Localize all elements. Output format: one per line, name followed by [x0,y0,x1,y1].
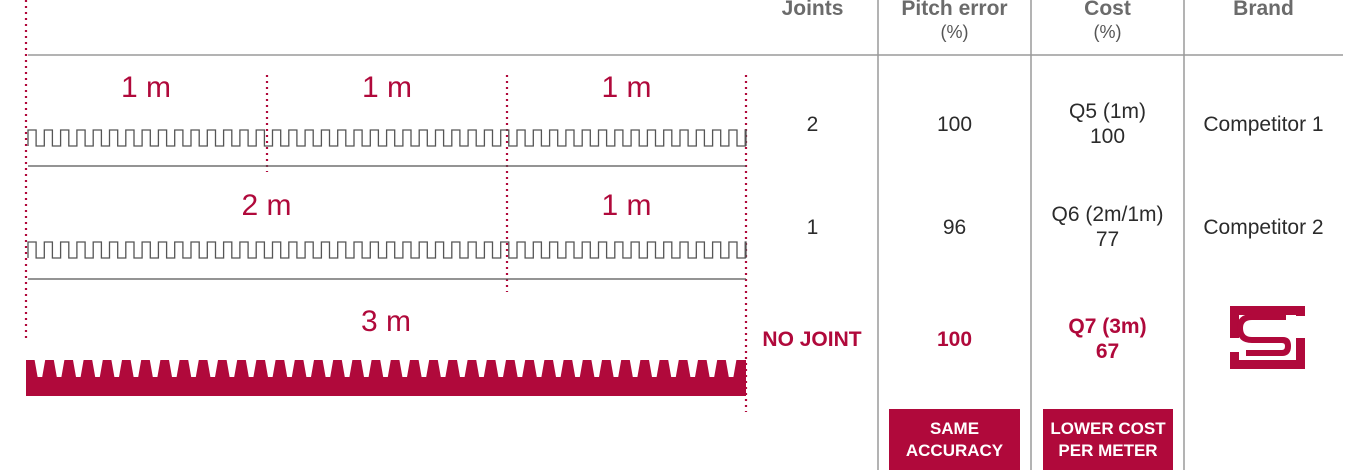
row-3-cost-value: 67 [1095,340,1120,363]
row-2-cost-code: Q6 (2m/1m) [1051,203,1164,226]
segment-length-label: 1 m [361,71,412,104]
row-1-brand: Competitor 1 [1203,113,1324,136]
row-3-cost-code: Q7 (3m) [1068,315,1147,338]
row-2-joints: 1 [806,216,819,239]
row-3-pitch-error: 100 [936,328,973,351]
rack-teeth-outline [27,129,747,147]
segment-length-label: 1 m [601,71,652,104]
segment-length-label: 3 m [360,305,411,338]
row-1-cost-code: Q5 (1m) [1068,100,1146,123]
row-3-joints: NO JOINT [762,328,862,351]
segment-length-label: 2 m [241,189,292,222]
rack-row-2 [27,241,747,280]
row-1-pitch-error: 100 [936,113,973,136]
joints-header: Joints [781,0,844,20]
badge-line: PER METER [1058,440,1158,460]
row-2-pitch-error: 96 [942,216,967,239]
rack-solid [26,360,746,396]
brand-header: Brand [1233,0,1294,20]
table-dividers [28,0,1343,470]
row-1-joints: 2 [806,113,819,136]
rack-row-1 [27,129,747,167]
cost-unit: (%) [1093,22,1122,42]
rack-row-3 [26,360,746,396]
row-2-cost-value: 77 [1095,228,1120,251]
badge-line: SAME [929,418,980,438]
pitch-error-header: Pitch error [901,0,1008,20]
badge-line: LOWER COST [1050,418,1166,438]
cost-header: Cost [1084,0,1131,20]
pitch-error-unit: (%) [940,22,969,42]
row-2-brand: Competitor 2 [1203,216,1324,239]
lower-cost-badge: LOWER COST PER METER [1043,409,1173,470]
s-logo-icon [1230,306,1305,369]
same-accuracy-badge: SAME ACCURACY [889,409,1020,470]
rack-teeth-outline [27,241,747,259]
badge-line: ACCURACY [905,440,1004,460]
segment-length-label: 1 m [120,71,171,104]
segment-length-label: 1 m [601,189,652,222]
row-1-cost-value: 100 [1089,125,1126,148]
